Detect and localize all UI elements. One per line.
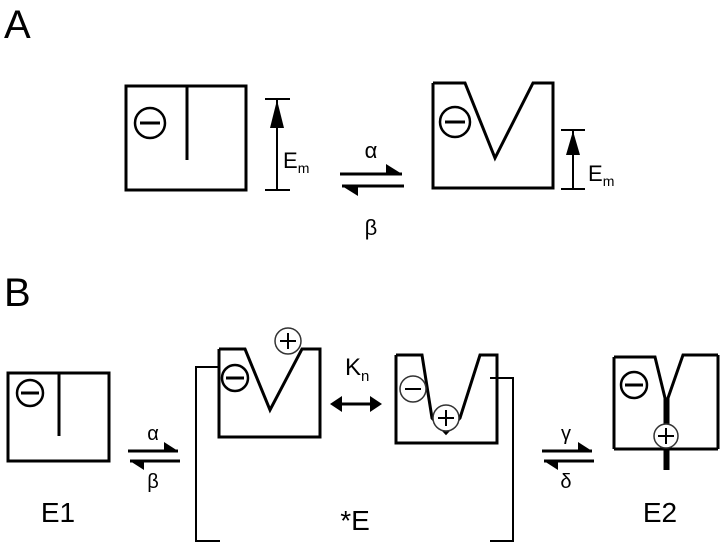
state-e2: E2 — [612, 353, 720, 528]
negative-charge-icon — [15, 378, 45, 408]
voltage-scale-right: Em — [561, 129, 614, 190]
em-label-left: Em — [283, 148, 309, 176]
negative-charge-icon — [399, 375, 427, 403]
intermediate-state-2 — [394, 353, 499, 445]
delta-label: δ — [560, 471, 571, 493]
em-label-right: Em — [588, 161, 614, 189]
alpha-label: α — [365, 138, 378, 163]
positive-ion-icon — [653, 423, 679, 449]
e1-label: E1 — [41, 497, 75, 528]
alpha-label: α — [147, 423, 159, 445]
panel-b-label: B — [4, 271, 31, 315]
beta-label: β — [365, 215, 378, 240]
equilibrium-arrows-a: α β — [340, 138, 404, 240]
positive-ion-icon — [432, 404, 460, 432]
closed-state-a — [124, 84, 248, 192]
negative-charge-icon — [220, 363, 250, 393]
equilibrium-arrows-b1: α β — [128, 423, 180, 493]
kn-exchange: Kn — [330, 354, 382, 412]
negative-charge-icon — [133, 106, 167, 140]
gamma-label: γ — [561, 423, 571, 445]
star-e-label: *E — [340, 505, 370, 536]
voltage-scale-left: Em — [265, 98, 309, 191]
negative-charge-icon — [438, 105, 472, 139]
equilibrium-arrows-b2: γ δ — [542, 423, 594, 493]
state-e1: E1 — [6, 371, 111, 528]
e2-label: E2 — [643, 497, 677, 528]
open-state-a — [431, 81, 555, 190]
negative-charge-icon — [619, 370, 649, 400]
intermediate-bracket: *E — [195, 327, 514, 542]
panel-a-label: A — [4, 3, 31, 47]
positive-ion-icon — [274, 327, 302, 355]
intermediate-state-1 — [217, 347, 322, 439]
beta-label: β — [147, 471, 159, 493]
kn-label: Kn — [345, 354, 369, 385]
